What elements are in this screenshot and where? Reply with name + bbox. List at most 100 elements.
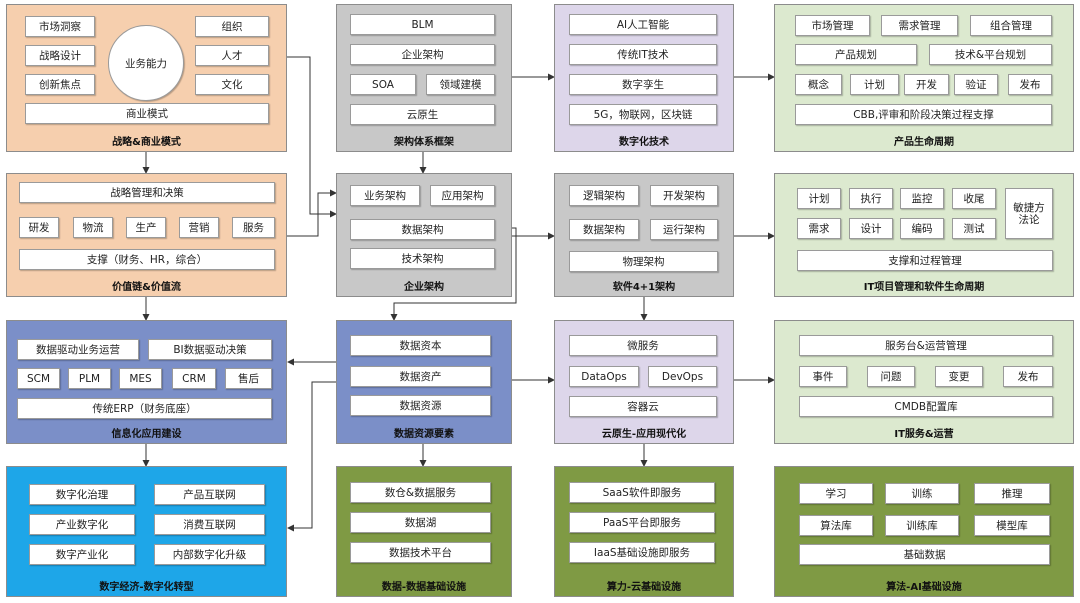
chip-data-driven-ops[interactable]: 数据驱动业务运营	[17, 339, 139, 360]
circle-business-capability[interactable]: 业务能力	[108, 25, 184, 101]
chip-culture[interactable]: 文化	[195, 74, 269, 95]
chip-proj-coding[interactable]: 编码	[900, 218, 944, 239]
chip-plm[interactable]: PLM	[68, 368, 111, 389]
panel-title-digital-tech: 数字化技术	[619, 137, 669, 148]
chip-data-tech-platform[interactable]: 数据技术平台	[350, 542, 491, 563]
chip-production[interactable]: 生产	[126, 217, 166, 238]
chip-algorithm-lib[interactable]: 算法库	[799, 515, 873, 536]
chip-rnd[interactable]: 研发	[19, 217, 59, 238]
chip-business-arch[interactable]: 业务架构	[350, 185, 420, 206]
chip-service-desk[interactable]: 服务台&运营管理	[799, 335, 1053, 356]
chip-proj-close[interactable]: 收尾	[952, 188, 996, 209]
chip-concept[interactable]: 概念	[795, 74, 842, 95]
chip-digital-governance[interactable]: 数字化治理	[29, 484, 135, 505]
chip-data-arch[interactable]: 数据架构	[350, 219, 495, 240]
chip-after-sales[interactable]: 售后	[225, 368, 272, 389]
chip-inference[interactable]: 推理	[974, 483, 1050, 504]
chip-cbb-review[interactable]: CBB,评审和阶段决策过程支撑	[795, 104, 1052, 125]
chip-application-arch[interactable]: 应用架构	[430, 185, 495, 206]
chip-change[interactable]: 变更	[935, 366, 983, 387]
arrow-dataelem-to-digitaleconomy	[287, 381, 336, 532]
panel-title-product-lifecycle: 产品生命周期	[894, 137, 954, 148]
chip-devops[interactable]: DevOps	[648, 366, 717, 387]
panel-title-arch-framework: 架构体系框架	[394, 137, 454, 148]
chip-traditional-it[interactable]: 传统IT技术	[569, 44, 717, 65]
chip-5g-iot-blockchain[interactable]: 5G，物联网，区块链	[569, 104, 717, 125]
chip-paas[interactable]: PaaS平台即服务	[569, 512, 715, 533]
chip-iaas[interactable]: IaaS基础设施即服务	[569, 542, 715, 563]
chip-portfolio-mgmt[interactable]: 组合管理	[970, 15, 1052, 36]
chip-proj-execute[interactable]: 执行	[849, 188, 893, 209]
chip-service[interactable]: 服务	[232, 217, 275, 238]
chip-training-lib[interactable]: 训练库	[885, 515, 959, 536]
panel-it-service: 服务台&运营管理 事件 问题 变更 发布 CMDB配置库 IT服务&运营	[774, 320, 1074, 444]
chip-market-insight[interactable]: 市场洞察	[25, 16, 95, 37]
chip-domain-modeling[interactable]: 领域建模	[426, 74, 495, 95]
chip-consumer-internet[interactable]: 消费互联网	[154, 514, 265, 535]
chip-proj-testing[interactable]: 测试	[952, 218, 996, 239]
chip-logical-arch[interactable]: 逻辑架构	[569, 185, 639, 206]
chip-product-planning[interactable]: 产品规划	[795, 44, 917, 65]
chip-crm[interactable]: CRM	[172, 368, 216, 389]
chip-svc-release[interactable]: 发布	[1003, 366, 1053, 387]
chip-innovation-focus[interactable]: 创新焦点	[25, 74, 95, 95]
chip-release[interactable]: 发布	[1008, 74, 1052, 95]
chip-develop[interactable]: 开发	[904, 74, 949, 95]
chip-agile[interactable]: 敏捷方法论	[1005, 188, 1053, 239]
chip-base-data[interactable]: 基础数据	[799, 544, 1050, 565]
chip-digital-industrialization[interactable]: 数字产业化	[29, 544, 135, 565]
chip-proj-requirements[interactable]: 需求	[797, 218, 841, 239]
chip-support-process[interactable]: 支撑和过程管理	[797, 250, 1053, 271]
chip-dev-arch[interactable]: 开发架构	[650, 185, 718, 206]
chip-blm[interactable]: BLM	[350, 14, 495, 35]
chip-incident[interactable]: 事件	[799, 366, 847, 387]
chip-marketing[interactable]: 营销	[179, 217, 219, 238]
chip-mes[interactable]: MES	[119, 368, 162, 389]
chip-problem[interactable]: 问题	[867, 366, 915, 387]
chip-training[interactable]: 训练	[885, 483, 959, 504]
chip-warehouse-service[interactable]: 数仓&数据服务	[350, 482, 491, 503]
chip-learning[interactable]: 学习	[799, 483, 873, 504]
chip-digital-twin[interactable]: 数字孪生	[569, 74, 717, 95]
chip-verify[interactable]: 验证	[954, 74, 998, 95]
chip-logistics[interactable]: 物流	[73, 217, 113, 238]
chip-erp[interactable]: 传统ERP（财务底座）	[17, 398, 272, 419]
chip-market-mgmt[interactable]: 市场管理	[795, 15, 870, 36]
chip-data-capital[interactable]: 数据资本	[350, 335, 491, 356]
chip-bi-decision[interactable]: BI数据驱动决策	[148, 339, 272, 360]
chip-plan[interactable]: 计划	[850, 74, 899, 95]
chip-strategy-design[interactable]: 战略设计	[25, 45, 95, 66]
chip-demand-mgmt[interactable]: 需求管理	[881, 15, 958, 36]
chip-tech-arch[interactable]: 技术架构	[350, 248, 495, 269]
chip-model-lib[interactable]: 模型库	[974, 515, 1050, 536]
chip-tech-platform-planning[interactable]: 技术&平台规划	[929, 44, 1052, 65]
chip-saas[interactable]: SaaS软件即服务	[569, 482, 715, 503]
chip-container-cloud[interactable]: 容器云	[569, 396, 717, 417]
chip-data-lake[interactable]: 数据湖	[350, 512, 491, 533]
chip-physical-arch[interactable]: 物理架构	[569, 251, 718, 272]
chip-data-resource[interactable]: 数据资源	[350, 395, 491, 416]
chip-dataops[interactable]: DataOps	[569, 366, 639, 387]
chip-data-asset[interactable]: 数据资产	[350, 366, 491, 387]
chip-cloud-native[interactable]: 云原生	[350, 104, 495, 125]
chip-microservice[interactable]: 微服务	[569, 335, 717, 356]
chip-soa[interactable]: SOA	[350, 74, 416, 95]
chip-product-internet[interactable]: 产品互联网	[154, 484, 265, 505]
chip-support[interactable]: 支撑（财务、HR，综合）	[19, 249, 275, 270]
chip-proj-design[interactable]: 设计	[849, 218, 893, 239]
chip-talent[interactable]: 人才	[195, 45, 269, 66]
chip-proj-plan[interactable]: 计划	[797, 188, 841, 209]
chip-proj-monitor[interactable]: 监控	[900, 188, 944, 209]
chip-data-arch-41[interactable]: 数据架构	[569, 219, 639, 240]
chip-organization[interactable]: 组织	[195, 16, 269, 37]
chip-internal-upgrade[interactable]: 内部数字化升级	[154, 544, 265, 565]
chip-ai[interactable]: AI人工智能	[569, 14, 717, 35]
chip-scm[interactable]: SCM	[17, 368, 60, 389]
chip-business-model[interactable]: 商业模式	[25, 103, 269, 124]
chip-strategy-mgmt[interactable]: 战略管理和决策	[19, 182, 275, 203]
chip-cmdb[interactable]: CMDB配置库	[799, 396, 1053, 417]
arrow-enterprise-to-dataelem	[390, 227, 517, 321]
chip-enterprise-arch[interactable]: 企业架构	[350, 44, 495, 65]
chip-industry-digitalization[interactable]: 产业数字化	[29, 514, 135, 535]
chip-runtime-arch[interactable]: 运行架构	[650, 219, 718, 240]
